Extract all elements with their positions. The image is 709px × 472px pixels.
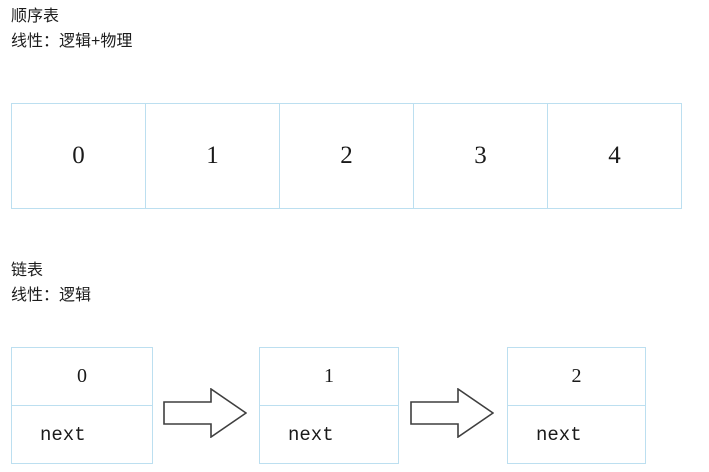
sequential-list-heading-block: 顺序表 线性：逻辑+物理 — [11, 4, 132, 54]
table-cell-0: 0 — [11, 103, 146, 209]
list-node-next-label: next — [40, 423, 86, 446]
list-node-value: 0 — [12, 348, 152, 406]
linked-list-heading-block: 链表 线性：逻辑 — [11, 258, 91, 308]
list-node-2: 2 next — [507, 347, 646, 464]
list-node-value: 1 — [260, 348, 398, 406]
sequential-list-subtitle: 线性：逻辑+物理 — [11, 33, 133, 50]
block-arrow-right-icon — [163, 388, 247, 438]
sequential-list-title: 顺序表 — [11, 8, 60, 25]
table-cell-1: 1 — [145, 103, 280, 209]
table-cell-4: 4 — [547, 103, 682, 209]
list-node-next-label: next — [536, 423, 582, 446]
linked-list-title: 链表 — [11, 262, 44, 279]
sequential-list-table: 0 1 2 3 4 — [11, 103, 682, 209]
table-cell-3: 3 — [413, 103, 548, 209]
linked-list-diagram: 0 next 1 next 2 next — [0, 347, 709, 472]
list-node-next-label: next — [288, 423, 334, 446]
list-node-1: 1 next — [259, 347, 399, 464]
table-row: 0 1 2 3 4 — [11, 103, 682, 209]
list-node-value: 2 — [508, 348, 645, 406]
block-arrow-right-icon — [410, 388, 494, 438]
linked-list-subtitle: 线性：逻辑 — [11, 287, 92, 304]
table-cell-2: 2 — [279, 103, 414, 209]
list-node-0: 0 next — [11, 347, 153, 464]
